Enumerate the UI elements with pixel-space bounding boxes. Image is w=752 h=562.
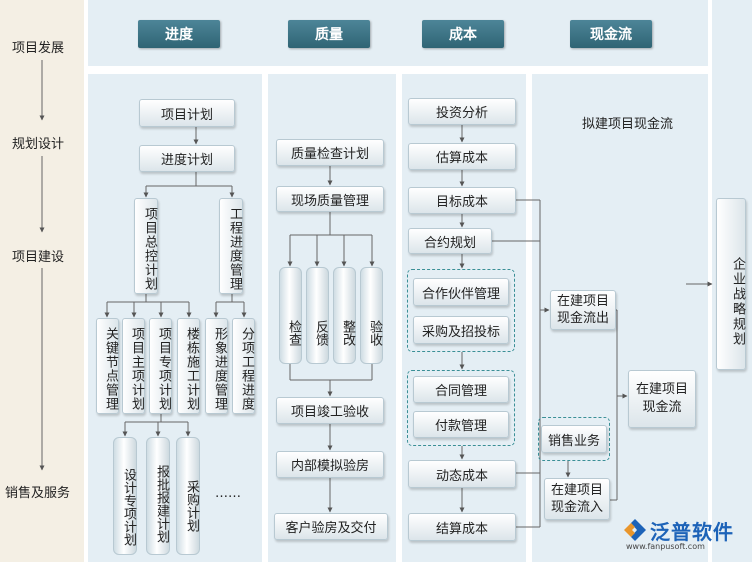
logo-icon: [624, 519, 646, 541]
node-rectify: 整改: [333, 267, 356, 364]
logo-url: www.fanpusoft.com: [626, 542, 705, 551]
node-contract-management: 合同管理: [413, 376, 509, 403]
node-design-special-plan: 设计专项计划: [113, 437, 137, 555]
node-feedback: 反馈: [306, 267, 329, 364]
node-approval-plan: 报批报建计划: [146, 437, 170, 555]
node-investment-analysis: 投资分析: [408, 98, 516, 125]
header-quality: 质量: [288, 20, 370, 48]
node-enterprise-strategy: 企业战略规划: [716, 198, 746, 370]
logo: 泛普软件 www.fanpusoft.com: [622, 518, 748, 554]
header-cashflow: 现金流: [570, 20, 652, 48]
stage-planning-design: 规划设计: [12, 137, 65, 152]
node-schedule-plan: 进度计划: [139, 145, 235, 172]
node-contract-planning: 合约规划: [408, 228, 492, 254]
more-ellipsis: ……: [215, 486, 241, 501]
node-engineering-progress: 工程进度管理: [219, 198, 243, 294]
node-internal-mock-inspection: 内部模拟验房: [276, 451, 384, 478]
node-target-cost: 目标成本: [408, 187, 516, 214]
node-acceptance: 验收: [360, 267, 383, 364]
node-dynamic-cost: 动态成本: [408, 460, 516, 488]
node-completion-acceptance: 项目竣工验收: [276, 397, 384, 424]
node-payment-management: 付款管理: [413, 411, 509, 438]
stage-project-construction: 项目建设: [12, 250, 65, 265]
node-main-item-plan: 项目主项计划: [122, 318, 145, 414]
node-partner-management: 合作伙伴管理: [413, 278, 509, 306]
node-key-nodes: 关键节点管理: [96, 318, 119, 414]
stage-project-development: 项目发展: [12, 41, 65, 56]
node-sub-item-progress: 分项工程进度: [232, 318, 255, 414]
node-current-cashflow: 在建项目现金流: [628, 370, 696, 428]
node-building-plan: 楼栋施工计划: [177, 318, 200, 414]
node-procurement-bidding: 采购及招投标: [413, 316, 509, 344]
header-progress: 进度: [138, 20, 220, 48]
node-visual-progress: 形象进度管理: [205, 318, 228, 414]
node-sales-business: 销售业务: [541, 425, 607, 453]
stage-sales-service: 销售及服务: [5, 486, 71, 501]
node-settlement-cost: 结算成本: [408, 513, 516, 541]
node-quality-inspection-plan: 质量检查计划: [276, 139, 384, 166]
group-contract-payment: [407, 370, 515, 446]
node-site-quality: 现场质量管理: [276, 186, 384, 212]
group-partner-bidding: [407, 269, 515, 352]
node-special-plan: 项目专项计划: [149, 318, 172, 414]
group-sales: [538, 417, 610, 461]
node-check: 检查: [279, 267, 302, 364]
node-project-plan: 项目计划: [139, 99, 235, 127]
node-cash-outflow: 在建项目现金流出: [550, 290, 616, 330]
node-cash-inflow: 在建项目现金流入: [544, 478, 610, 520]
node-delivery: 客户验房及交付: [274, 513, 388, 540]
node-master-plan: 项目总控计划: [134, 198, 158, 294]
node-purchase-plan: 采购计划: [176, 437, 200, 555]
header-cost: 成本: [422, 20, 504, 48]
logo-name: 泛普软件: [650, 520, 734, 544]
node-estimated-cost: 估算成本: [408, 143, 516, 170]
label-proposed-cashflow: 拟建项目现金流: [582, 117, 674, 132]
